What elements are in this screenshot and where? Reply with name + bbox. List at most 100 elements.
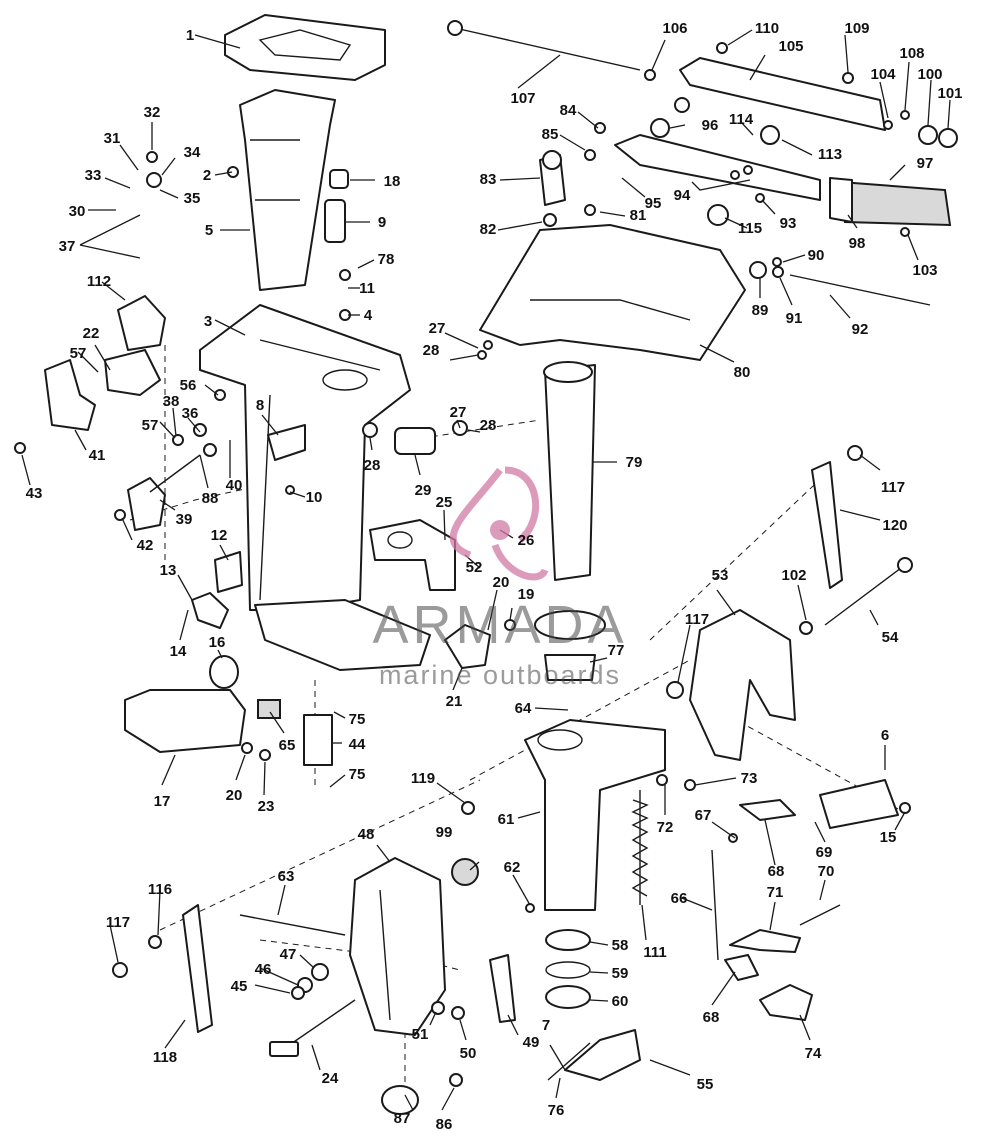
callout-46: 46 bbox=[255, 961, 272, 978]
callout-115: 115 bbox=[738, 220, 762, 237]
callout-80: 80 bbox=[734, 364, 751, 381]
callout-97: 97 bbox=[917, 155, 934, 172]
callout-113: 113 bbox=[818, 146, 842, 163]
callout-75a: 75 bbox=[349, 711, 366, 728]
callout-27a: 27 bbox=[429, 320, 446, 337]
callout-28a: 28 bbox=[423, 342, 440, 359]
callout-94: 94 bbox=[674, 187, 691, 204]
callout-79: 79 bbox=[626, 454, 643, 471]
callout-118: 118 bbox=[153, 1049, 177, 1066]
callout-82: 82 bbox=[480, 221, 497, 238]
callout-117a: 117 bbox=[106, 914, 130, 931]
callout-6: 6 bbox=[881, 727, 889, 744]
callout-56: 56 bbox=[180, 377, 197, 394]
callout-73: 73 bbox=[741, 770, 758, 787]
callout-33: 33 bbox=[85, 167, 102, 184]
callout-107: 107 bbox=[510, 90, 535, 107]
callout-89: 89 bbox=[752, 302, 769, 319]
callout-28b: 28 bbox=[364, 457, 381, 474]
callout-112: 112 bbox=[87, 273, 111, 290]
callout-9: 9 bbox=[378, 214, 386, 231]
callout-103: 103 bbox=[912, 262, 937, 279]
callout-81: 81 bbox=[630, 207, 647, 224]
callout-42: 42 bbox=[137, 537, 154, 554]
callout-18: 18 bbox=[384, 173, 401, 190]
callout-70: 70 bbox=[818, 863, 835, 880]
callout-87: 87 bbox=[394, 1110, 411, 1127]
callout-28c: 28 bbox=[480, 417, 497, 434]
callout-60: 60 bbox=[612, 993, 629, 1010]
callout-98: 98 bbox=[849, 235, 866, 252]
callout-22: 22 bbox=[83, 325, 100, 342]
watermark-tagline: marine outboards bbox=[379, 660, 621, 690]
callout-78: 78 bbox=[378, 251, 395, 268]
callout-38: 38 bbox=[163, 393, 180, 410]
callout-53: 53 bbox=[712, 567, 729, 584]
callout-52: 52 bbox=[466, 559, 483, 576]
callout-36: 36 bbox=[182, 405, 199, 422]
callout-59: 59 bbox=[612, 965, 629, 982]
callout-37: 37 bbox=[59, 238, 76, 255]
callout-86: 86 bbox=[436, 1116, 453, 1133]
callout-25: 25 bbox=[436, 494, 453, 511]
callout-45: 45 bbox=[231, 978, 248, 995]
callout-24: 24 bbox=[322, 1070, 339, 1087]
callout-120: 120 bbox=[882, 517, 907, 534]
leader-lines bbox=[21, 29, 951, 1111]
callout-77: 77 bbox=[608, 642, 625, 659]
callout-20a: 20 bbox=[493, 574, 510, 591]
callout-83: 83 bbox=[480, 171, 497, 188]
callout-84: 84 bbox=[560, 102, 577, 119]
callout-96: 96 bbox=[702, 117, 719, 134]
callout-12: 12 bbox=[211, 527, 228, 544]
callout-64: 64 bbox=[515, 700, 532, 717]
callout-5: 5 bbox=[205, 222, 213, 239]
callout-102: 102 bbox=[781, 567, 806, 584]
callout-119: 119 bbox=[411, 770, 435, 787]
callout-100: 100 bbox=[917, 66, 942, 83]
callout-31: 31 bbox=[104, 130, 121, 147]
callout-93: 93 bbox=[780, 215, 797, 232]
callout-17: 17 bbox=[154, 793, 171, 810]
callout-4: 4 bbox=[364, 307, 373, 324]
callout-8: 8 bbox=[256, 397, 264, 414]
callout-109: 109 bbox=[844, 20, 869, 37]
callout-41: 41 bbox=[89, 447, 106, 464]
callout-61: 61 bbox=[498, 811, 515, 828]
callout-85: 85 bbox=[542, 126, 559, 143]
callout-7: 7 bbox=[542, 1017, 550, 1034]
callout-49: 49 bbox=[523, 1034, 540, 1051]
callout-57b: 57 bbox=[70, 345, 87, 362]
callout-69: 69 bbox=[816, 844, 833, 861]
callout-105: 105 bbox=[778, 38, 803, 55]
callout-67: 67 bbox=[695, 807, 712, 824]
callout-40: 40 bbox=[226, 477, 243, 494]
callout-117c: 117 bbox=[881, 479, 905, 496]
callout-3: 3 bbox=[204, 313, 212, 330]
callout-47: 47 bbox=[280, 946, 297, 963]
callout-72: 72 bbox=[657, 819, 674, 836]
callout-13: 13 bbox=[160, 562, 177, 579]
callout-66: 66 bbox=[671, 890, 688, 907]
callout-117b: 117 bbox=[685, 611, 709, 628]
callout-75b: 75 bbox=[349, 766, 366, 783]
callout-29: 29 bbox=[415, 482, 432, 499]
callout-68b: 68 bbox=[768, 863, 785, 880]
callout-43: 43 bbox=[26, 485, 43, 502]
callout-101: 101 bbox=[937, 85, 962, 102]
callout-88: 88 bbox=[202, 490, 219, 507]
callout-39: 39 bbox=[176, 511, 193, 528]
callout-1: 1 bbox=[186, 27, 194, 44]
callout-114: 114 bbox=[729, 111, 754, 128]
callout-111: 111 bbox=[643, 944, 666, 961]
callout-71: 71 bbox=[767, 884, 784, 901]
callout-23: 23 bbox=[258, 798, 275, 815]
callout-74: 74 bbox=[805, 1045, 822, 1062]
callout-110: 110 bbox=[755, 20, 779, 37]
callout-27b: 27 bbox=[450, 404, 467, 421]
callout-68a: 68 bbox=[703, 1009, 720, 1026]
callout-104: 104 bbox=[870, 66, 896, 83]
callout-14: 14 bbox=[170, 643, 187, 660]
callout-91: 91 bbox=[786, 310, 803, 327]
